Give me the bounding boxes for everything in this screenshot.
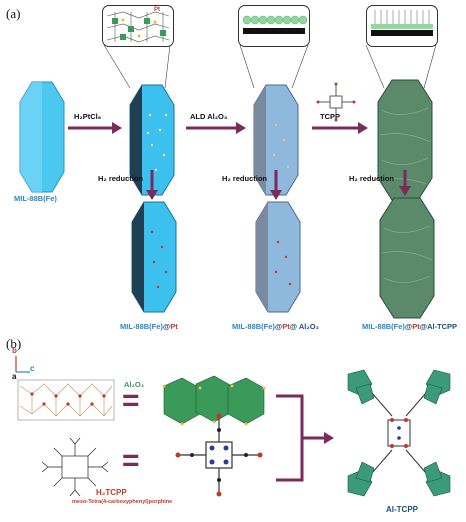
crystal-mil-pt — [131, 201, 177, 313]
panel-b-label: (b) — [6, 336, 22, 351]
crystal-al2o3-coated — [253, 84, 299, 196]
label-h2tcpp: H₂TCPP — [96, 488, 127, 497]
al2o3-layer-graphic — [242, 15, 308, 34]
inset-al2o3-layer — [238, 5, 310, 47]
crystal-pt-loaded — [129, 84, 175, 196]
step-reduction-3: H₂ reduction — [349, 174, 394, 183]
altcpp-structure — [347, 369, 451, 497]
axis-a: a — [12, 372, 17, 381]
label-al2o3: Al₂O₃ — [124, 380, 145, 389]
arrows-top — [68, 122, 411, 200]
panel-a-label: (a) — [6, 6, 21, 21]
inset-tcpp-layer — [366, 5, 438, 47]
step-reduction-1: H₂ reduction — [98, 174, 143, 183]
bracket-arrow — [276, 394, 334, 482]
step-tcpp: TCPP — [320, 112, 341, 121]
axis-b: b — [12, 346, 17, 355]
inset-pt-label: Pt — [154, 7, 160, 13]
label-mil-pt-altcpp: MIL-88B(Fe)@Pt@Al-TCPP — [362, 322, 458, 331]
equals-sign-2: = — [122, 444, 140, 477]
step-h2ptcl6: H₂PtCl₆ — [74, 112, 102, 121]
crystal-mil88b — [19, 81, 65, 193]
crystal-mil-pt-al — [255, 201, 301, 313]
h2tcpp-skeletal — [41, 437, 109, 497]
crystal-mil-pt-tcpp — [379, 197, 435, 319]
step-ald-al2o3: ALD Al₂O₃ — [190, 112, 228, 121]
al2o3-polyhedra — [162, 375, 266, 426]
al2o3-structure-raw — [17, 379, 115, 421]
tcpp-molecule-small — [316, 82, 356, 122]
equals-sign-1: = — [122, 384, 140, 417]
zoom-lines-1 — [103, 44, 437, 89]
step-reduction-2: H₂ reduction — [222, 174, 267, 183]
label-h2tcpp-full: meso-Tetra(4-carboxyphenyl)porphine — [72, 499, 173, 505]
axes-indicator — [15, 356, 30, 373]
tcpp-layer-graphic — [371, 10, 433, 36]
axis-c: c — [30, 364, 35, 373]
h2tcpp-ball-stick — [175, 413, 263, 497]
label-mil88b: MIL-88B(Fe) — [14, 194, 57, 203]
label-mil-pt: MIL-88B(Fe)@Pt — [120, 322, 178, 331]
label-mil-pt-al2o3: MIL-88B(Fe)@Pt@ Al₂O₃ — [232, 322, 320, 331]
label-altcpp: Al-TCPP — [386, 505, 418, 514]
framework-pt-graphic — [106, 11, 170, 43]
inset-pt-structure: Pt — [102, 5, 174, 47]
